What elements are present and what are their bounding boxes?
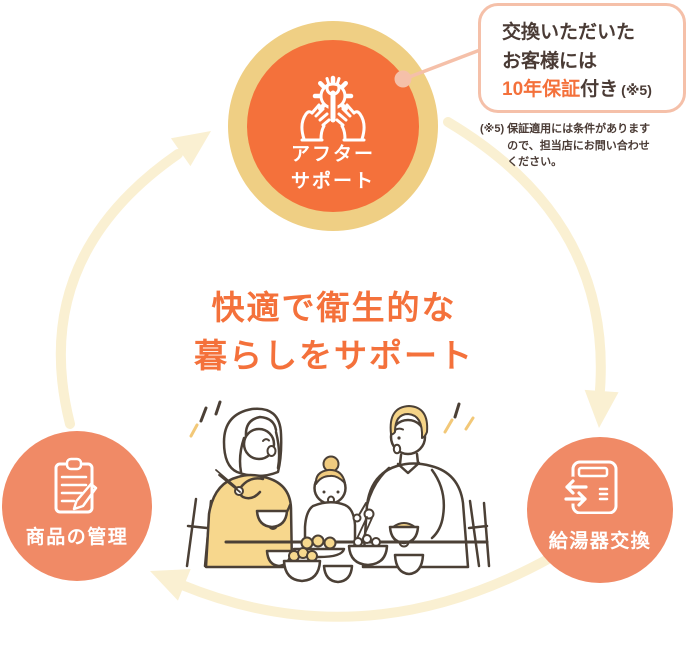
clipboard-pencil-icon bbox=[54, 457, 98, 514]
warranty-footnote: (※5) 保証適用には条件があります ので、担当店にお問い合わせ ください。 bbox=[480, 121, 685, 171]
footnote-text: 保証適用には条件があります ので、担当店にお問い合わせ ください。 bbox=[507, 121, 685, 171]
warranty-highlight: 10年保証 bbox=[502, 79, 581, 100]
father-figure bbox=[353, 405, 470, 569]
cycle-arrow-bottom bbox=[150, 553, 555, 622]
after-support-label-line2: サポート bbox=[290, 171, 375, 192]
footnote-line3: ください。 bbox=[507, 156, 563, 168]
chair-right bbox=[467, 499, 491, 568]
center-title-line2: 暮らしをサポート bbox=[194, 337, 474, 374]
node-after-support: アフター サポート bbox=[247, 40, 419, 212]
node-product-management: 商品の管理 bbox=[2, 431, 152, 581]
footnote-line2: ので、担当店にお問い合わせ bbox=[507, 139, 650, 152]
center-title: 快適で衛生的な 暮らしをサポート bbox=[0, 284, 668, 380]
hands-holding-gear-wrench-icon bbox=[300, 75, 366, 142]
mother-figure bbox=[204, 407, 294, 569]
water-heater-swap-icon bbox=[561, 460, 618, 514]
child-figure bbox=[303, 455, 367, 544]
dishes bbox=[265, 534, 425, 584]
callout-line3: 10年保証付き(※5) bbox=[502, 76, 673, 105]
footnote-line1: 保証適用には条件があります bbox=[507, 123, 651, 135]
callout-line1: 交換いただいた bbox=[502, 22, 636, 43]
callout-line2: お客様には bbox=[502, 50, 598, 72]
after-support-label-line1: アフター bbox=[290, 144, 375, 165]
chair-left bbox=[185, 497, 213, 568]
sparkle-marks bbox=[189, 400, 475, 438]
warranty-ref-mark: (※5) bbox=[621, 82, 652, 98]
warranty-suffix: 付き bbox=[580, 79, 619, 100]
center-title-line1: 快適で衛生的な bbox=[211, 289, 457, 326]
footnote-ref-mark: (※5) bbox=[480, 123, 505, 135]
product-management-label: 商品の管理 bbox=[25, 527, 129, 548]
heater-exchange-label: 給湯器交換 bbox=[548, 531, 652, 552]
warranty-callout: 交換いただいた お客様には 10年保証付き(※5) bbox=[478, 3, 686, 113]
node-heater-exchange: 給湯器交換 bbox=[527, 437, 673, 583]
family-dinner-illustration bbox=[185, 400, 491, 584]
